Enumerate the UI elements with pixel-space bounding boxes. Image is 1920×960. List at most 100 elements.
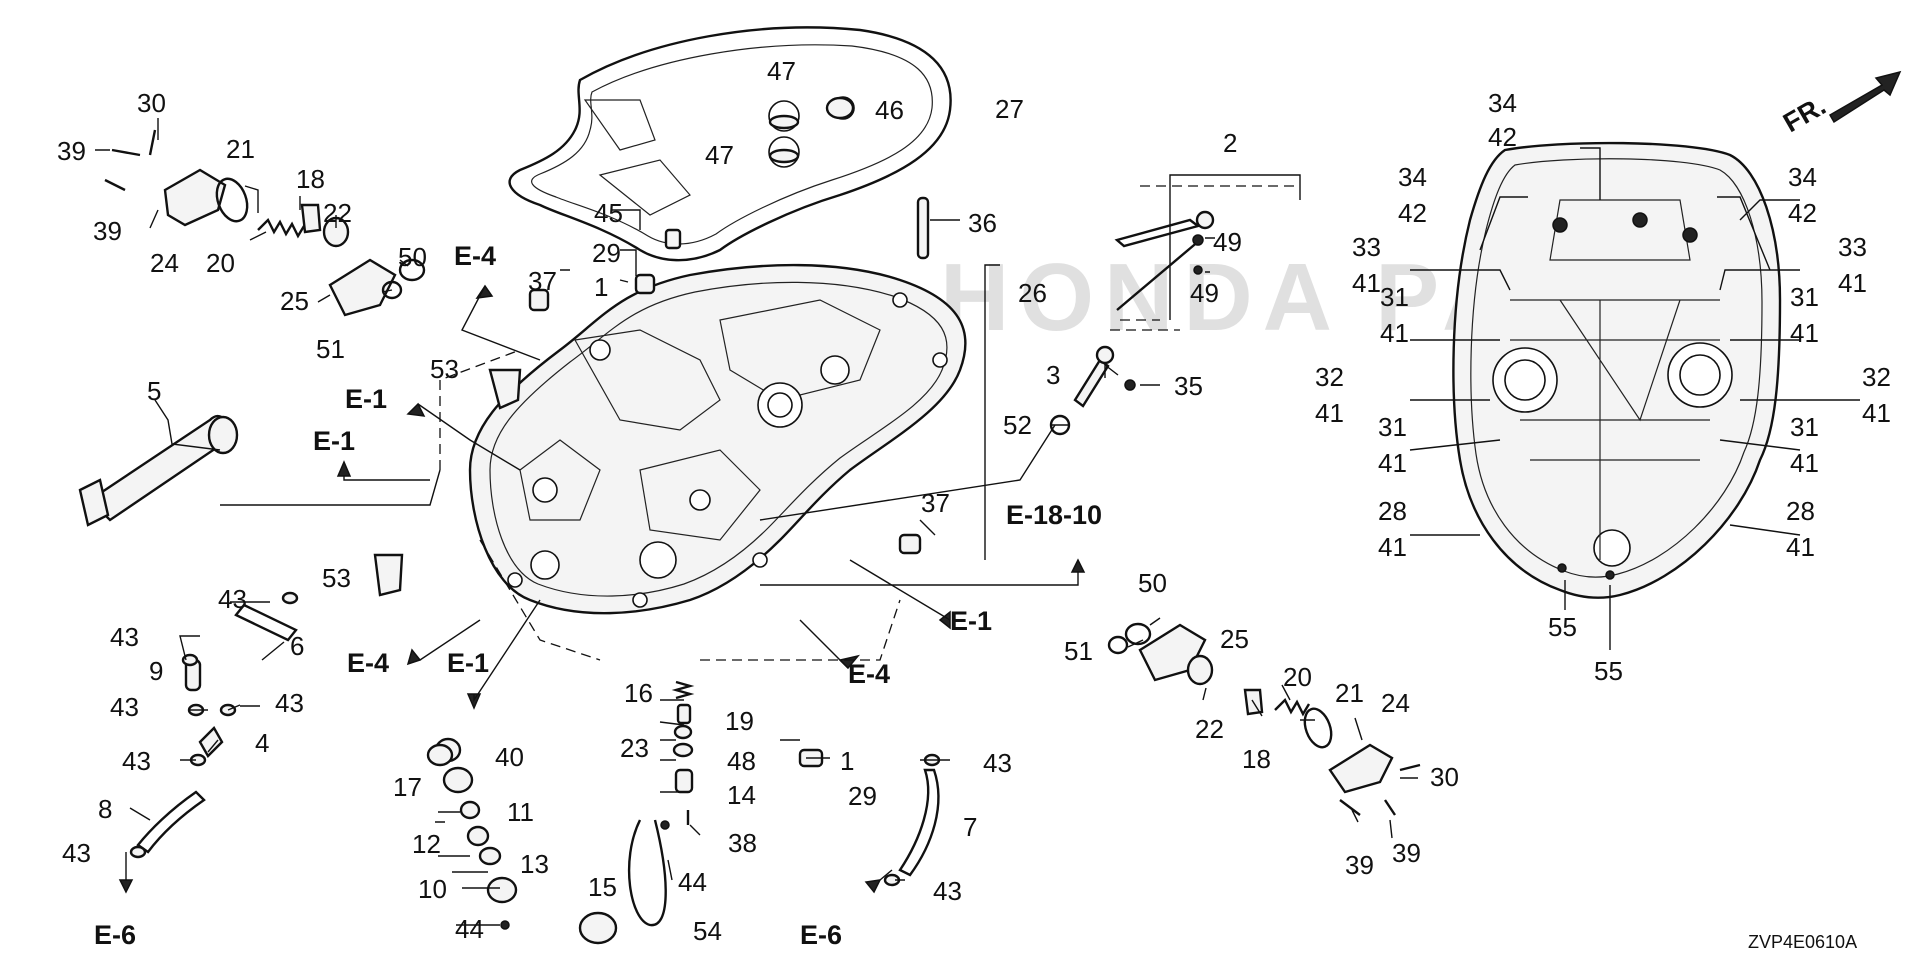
label-11: 11 (507, 797, 534, 827)
reference-arrows (118, 284, 1086, 894)
label-3: 3 (1046, 360, 1060, 390)
label-28b-top: 28 (1786, 496, 1815, 526)
label-4: 4 (255, 728, 269, 758)
label-50b: 50 (1138, 568, 1167, 598)
label-25a: 25 (280, 286, 309, 316)
label-34a-bot: 42 (1488, 122, 1517, 152)
label-20b: 20 (1283, 662, 1312, 692)
label-13: 13 (520, 849, 549, 879)
label-43b: 43 (110, 622, 139, 652)
label-34c-top: 34 (1788, 162, 1817, 192)
label-34b-bot: 42 (1398, 198, 1427, 228)
label-34a-top: 34 (1488, 88, 1517, 118)
label-32a-top: 32 (1315, 362, 1344, 392)
label-55b: 55 (1594, 656, 1623, 686)
label-33b-bot: 41 (1838, 268, 1867, 298)
ref-e6-b: E-6 (800, 920, 842, 950)
ref-e1-c: E-1 (447, 648, 489, 678)
label-32a-bot: 41 (1315, 398, 1344, 428)
ref-e1-b: E-1 (313, 426, 355, 456)
ref-e4-b: E-4 (347, 648, 389, 678)
label-31d-bot: 41 (1790, 448, 1819, 478)
label-18a: 18 (296, 164, 325, 194)
label-28b-bot: 41 (1786, 532, 1815, 562)
label-9: 9 (149, 656, 163, 686)
label-32b-bot: 41 (1862, 398, 1891, 428)
label-31b-top: 31 (1790, 282, 1819, 312)
label-5: 5 (147, 376, 161, 406)
label-54: 54 (693, 916, 722, 946)
label-55a: 55 (1548, 612, 1577, 642)
label-27: 27 (995, 94, 1024, 124)
ref-e4-c: E-4 (848, 659, 890, 689)
label-34b-top: 34 (1398, 162, 1427, 192)
label-37a: 37 (528, 266, 557, 296)
label-44b: 44 (678, 867, 707, 897)
label-20a: 20 (206, 248, 235, 278)
label-39c: 39 (1345, 850, 1374, 880)
label-34c-bot: 42 (1788, 198, 1817, 228)
label-31c-bot: 41 (1378, 448, 1407, 478)
svg-text:FR.: FR. (1778, 90, 1831, 138)
label-47b: 47 (705, 140, 734, 170)
label-28a-top: 28 (1378, 496, 1407, 526)
label-31c-top: 31 (1378, 412, 1407, 442)
label-39d: 39 (1392, 838, 1421, 868)
label-43d: 43 (275, 688, 304, 718)
label-40: 40 (495, 742, 524, 772)
label-17: 17 (393, 772, 422, 802)
label-29b: 29 (848, 781, 877, 811)
label-31d-top: 31 (1790, 412, 1819, 442)
diagram-code: ZVP4E0610A (1748, 932, 1857, 952)
label-21b: 21 (1335, 678, 1364, 708)
label-53a: 53 (430, 354, 459, 384)
label-43c: 43 (110, 692, 139, 722)
label-21a: 21 (226, 134, 255, 164)
ref-e4-a: E-4 (454, 241, 496, 271)
label-33a-bot: 41 (1352, 268, 1381, 298)
label-30a: 30 (137, 88, 166, 118)
label-22b: 22 (1195, 714, 1224, 744)
label-2: 2 (1223, 128, 1237, 158)
label-1a: 1 (594, 272, 608, 302)
ref-e1-a: E-1 (345, 384, 387, 414)
label-43g: 43 (983, 748, 1012, 778)
label-7: 7 (963, 812, 977, 842)
label-35: 35 (1174, 371, 1203, 401)
small-parts (78, 96, 1615, 945)
group-dashes (439, 185, 1300, 661)
label-45: 45 (594, 198, 623, 228)
ref-e1-d: E-1 (950, 606, 992, 636)
front-direction-arrow: FR. (1778, 70, 1902, 138)
label-53b: 53 (322, 563, 351, 593)
label-43e: 43 (122, 746, 151, 776)
label-49a: 49 (1213, 227, 1242, 257)
label-31a-bot: 41 (1380, 318, 1409, 348)
label-8: 8 (98, 794, 112, 824)
label-43a: 43 (218, 584, 247, 614)
label-18b: 18 (1242, 744, 1271, 774)
label-31b-bot: 41 (1790, 318, 1819, 348)
label-24b: 24 (1381, 688, 1410, 718)
label-26: 26 (1018, 278, 1047, 308)
label-43h: 43 (933, 876, 962, 906)
label-28a-bot: 41 (1378, 532, 1407, 562)
label-44a: 44 (455, 914, 484, 944)
label-33b-top: 33 (1838, 232, 1867, 262)
ref-e6-a: E-6 (94, 920, 136, 950)
label-49b: 49 (1190, 278, 1219, 308)
ref-e18-10: E-18-10 (1006, 500, 1102, 530)
oil-case-part-26 (468, 263, 967, 615)
label-6: 6 (290, 631, 304, 661)
label-50a: 50 (398, 242, 427, 272)
label-12: 12 (412, 829, 441, 859)
case-bottom-view (1452, 141, 1782, 599)
label-29a: 29 (592, 238, 621, 268)
label-1b: 1 (840, 746, 854, 776)
label-16: 16 (624, 678, 653, 708)
label-25b: 25 (1220, 624, 1249, 654)
label-39b: 39 (93, 216, 122, 246)
label-10: 10 (418, 874, 447, 904)
label-52: 52 (1003, 410, 1032, 440)
